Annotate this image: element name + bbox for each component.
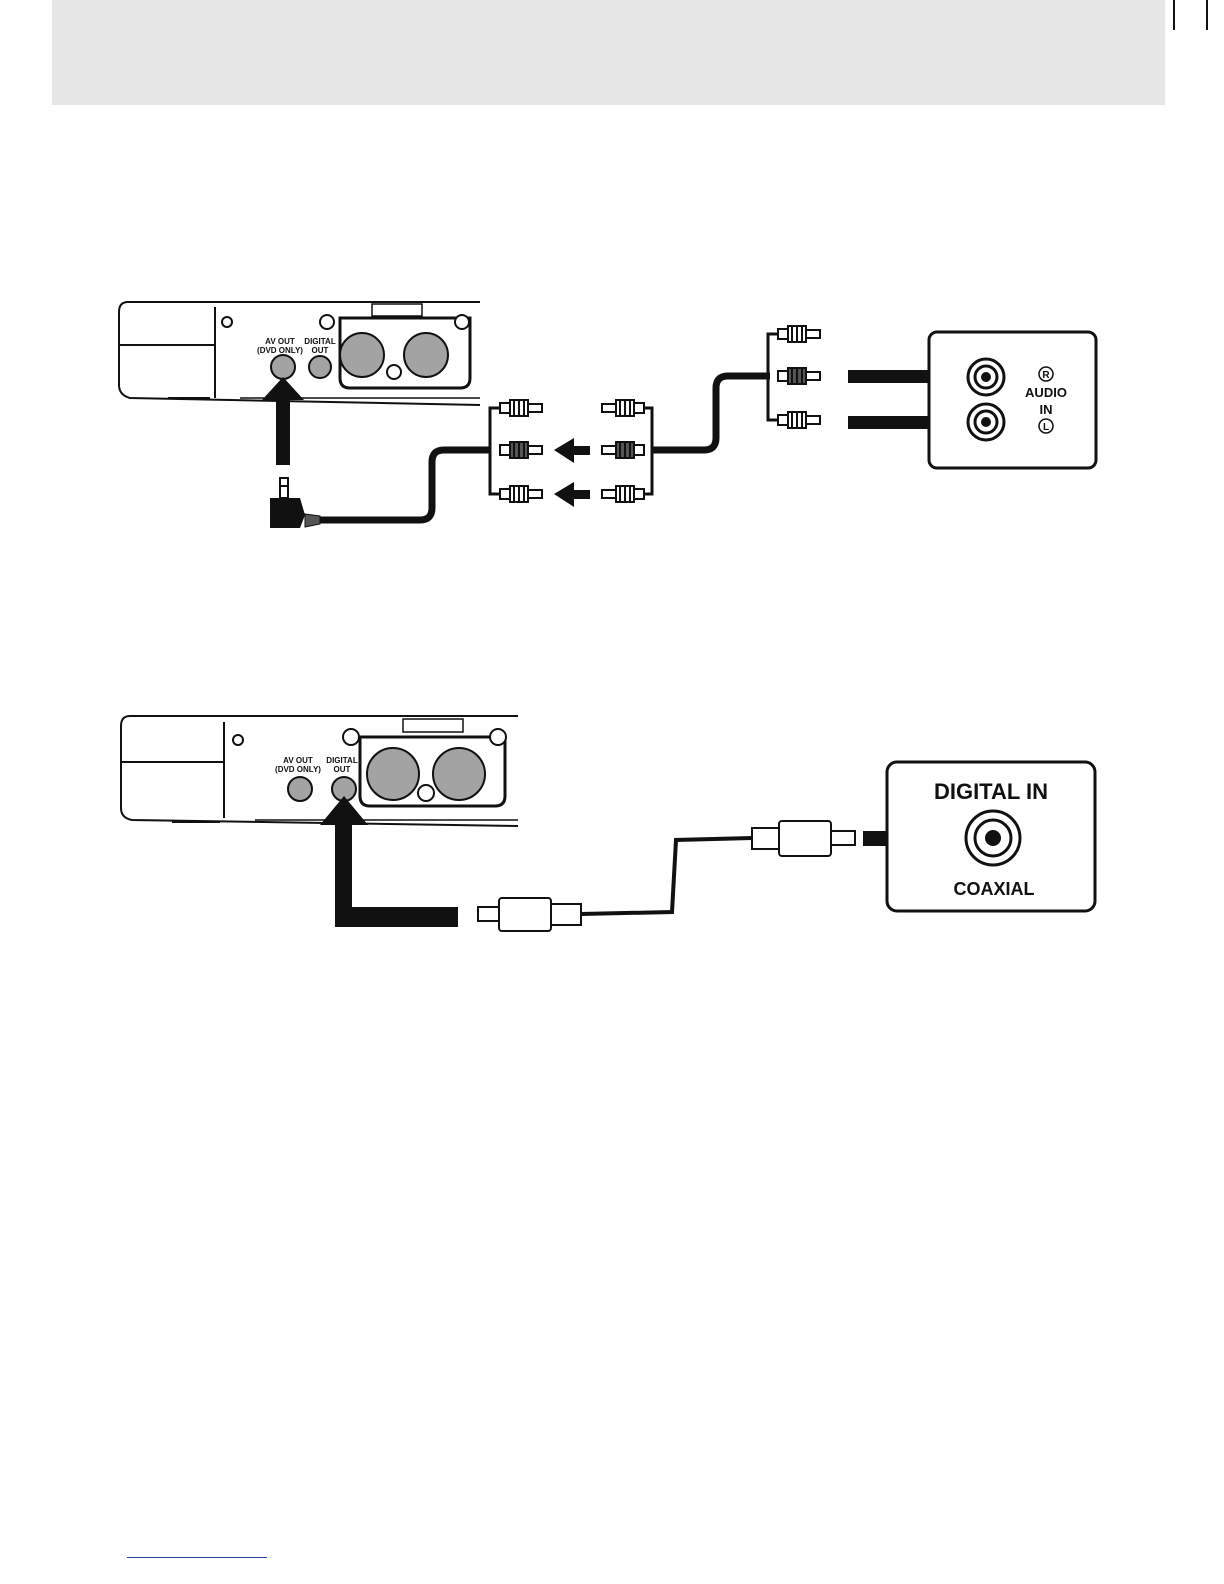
coaxial-plug-icon xyxy=(478,898,581,931)
coaxial-plug-icon xyxy=(752,821,855,856)
digital-out-sublabel: OUT xyxy=(312,346,329,355)
digital-out-sublabel: OUT xyxy=(334,765,351,774)
digital-out-jack xyxy=(309,356,331,378)
av-out-label: AV OUT xyxy=(283,756,313,765)
rca-plug-yellow-icon xyxy=(500,400,542,416)
digital-in-label: DIGITAL IN xyxy=(934,779,1048,804)
coaxial-cable xyxy=(581,838,752,914)
audio-label: AUDIO xyxy=(1025,385,1067,400)
av-out-label: AV OUT xyxy=(265,337,295,346)
figure1-player: AV OUT (DVD ONLY) DIGITAL OUT xyxy=(119,302,480,405)
mini-jack-plug-icon xyxy=(270,478,320,528)
arrow-left-icon xyxy=(554,438,590,463)
left-channel-label: L xyxy=(1043,422,1049,433)
knob-icon xyxy=(367,748,419,800)
av-out-sublabel: (DVD ONLY) xyxy=(275,765,321,774)
rca-plug-white-icon xyxy=(500,486,542,502)
av-out-sublabel: (DVD ONLY) xyxy=(257,346,303,355)
av-out-jack xyxy=(271,355,295,379)
digital-out-label: DIGITAL xyxy=(326,756,358,765)
receiver-audio-panel: R AUDIO IN L xyxy=(929,332,1096,468)
knob-icon xyxy=(404,333,448,377)
receiver-digital-panel: DIGITAL IN COAXIAL xyxy=(887,762,1095,911)
rca-plug-red-icon xyxy=(500,442,542,458)
knob-icon xyxy=(340,333,384,377)
right-channel-label: R xyxy=(1042,370,1050,381)
coaxial-label: COAXIAL xyxy=(954,879,1035,899)
in-label: IN xyxy=(1040,402,1053,417)
knob-icon xyxy=(433,748,485,800)
av-out-jack xyxy=(288,777,312,801)
footer-rule xyxy=(127,1557,267,1558)
arrow-left-icon xyxy=(554,482,590,507)
figure2-player: AV OUT (DVD ONLY) DIGITAL OUT xyxy=(121,716,518,826)
audio-cable xyxy=(652,376,770,450)
digital-out-label: DIGITAL xyxy=(304,337,336,346)
av-cable xyxy=(320,450,490,520)
